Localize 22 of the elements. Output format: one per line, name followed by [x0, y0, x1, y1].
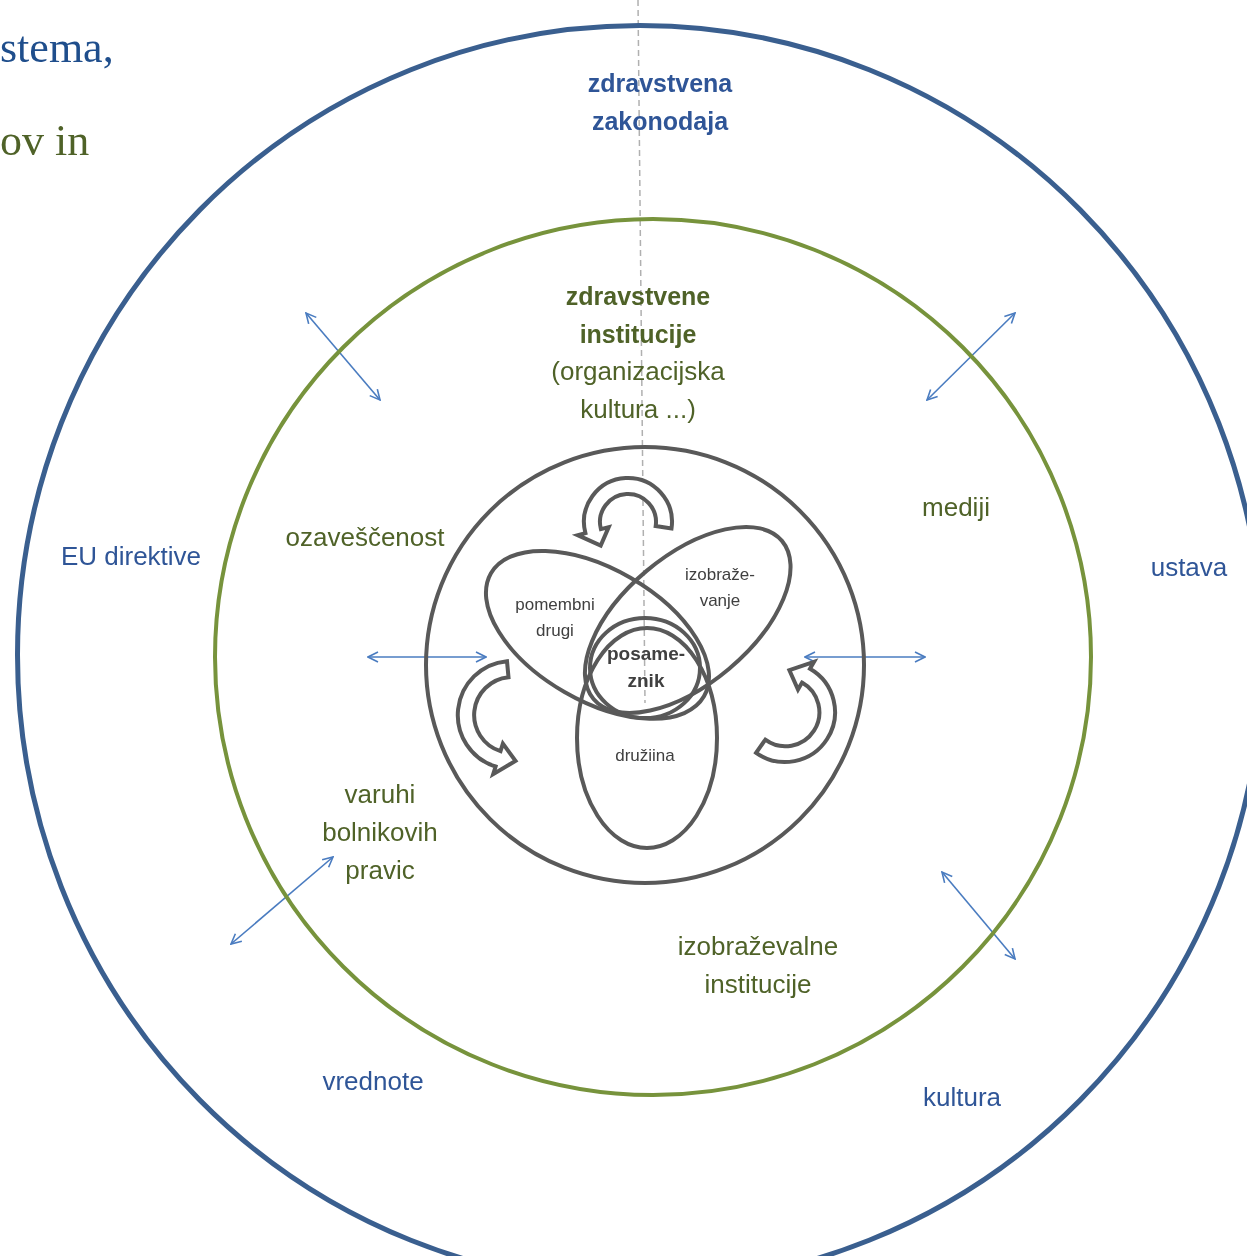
- curved-arrow: [455, 659, 518, 777]
- circle-label: družiina: [614, 745, 676, 767]
- page-text-fragment: stema,: [0, 22, 114, 74]
- circle-label: ustava: [1149, 551, 1229, 584]
- circle-label: zdravstvena zakonodaja: [586, 68, 734, 137]
- circle-label: kultura: [921, 1081, 1002, 1114]
- circle: [588, 616, 702, 720]
- circle-label: (organizacijska kultura ...): [550, 355, 726, 426]
- circle-label: izobraže- vanje: [684, 564, 756, 612]
- circle-label: izobraževalne institucije: [676, 930, 840, 1001]
- circle-label: vrednote: [321, 1065, 425, 1098]
- curved-arrow: [754, 659, 837, 764]
- circle-label: EU direktive: [59, 540, 203, 573]
- circle-label: posame- znik: [605, 642, 687, 693]
- circle-label: zdravstvene institucije: [564, 281, 712, 350]
- curved-arrow: [575, 476, 674, 548]
- ellipse: [575, 626, 719, 850]
- circle-label: varuhi bolnikovih pravic: [321, 778, 439, 887]
- circle-label: pomembni drugi: [514, 594, 596, 642]
- circle-label: ozaveščenost: [284, 521, 446, 554]
- circle-label: mediji: [921, 491, 991, 524]
- page-text-fragment: ov in: [0, 115, 90, 167]
